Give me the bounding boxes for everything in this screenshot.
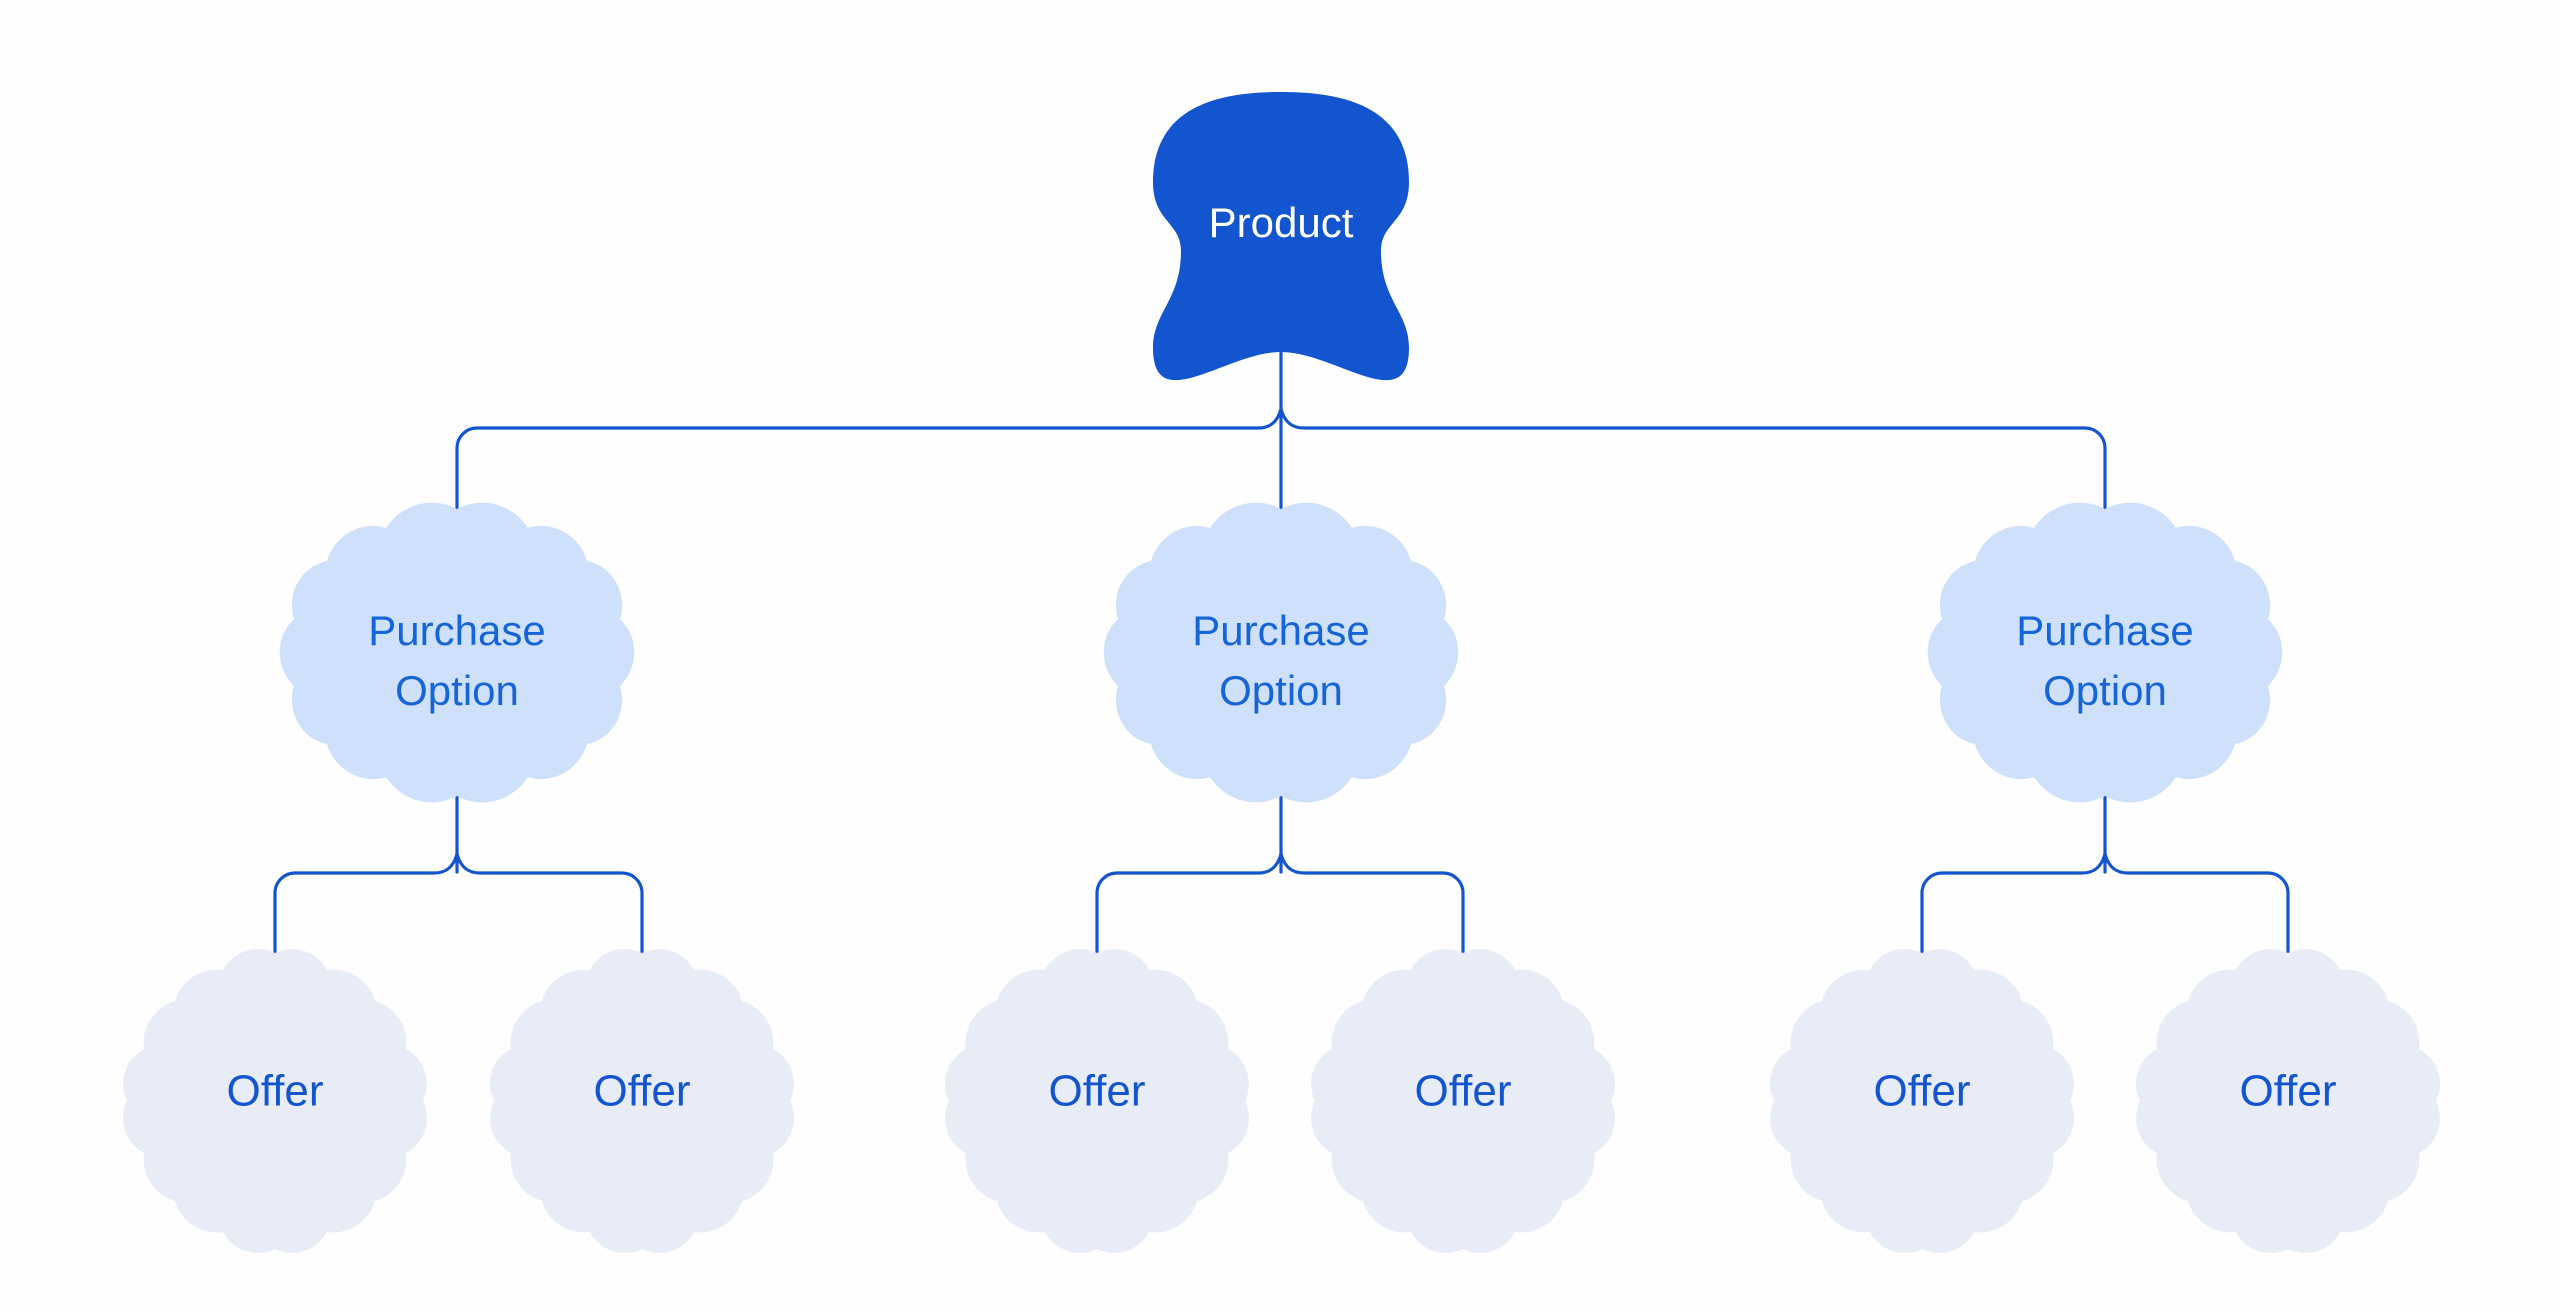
product-blob-shape bbox=[1153, 92, 1409, 381]
connector-po-1-to-offer-1 bbox=[273, 852, 459, 957]
connector-group-product-to-options bbox=[455, 346, 2107, 514]
node-offer-3[interactable]: Offer bbox=[945, 949, 1249, 1253]
node-offer-2[interactable]: Offer bbox=[490, 949, 794, 1253]
node-offer-4[interactable]: Offer bbox=[1311, 949, 1615, 1253]
offer-5-label: Offer bbox=[1873, 1067, 1970, 1116]
connector-po-2-to-offer-3 bbox=[1095, 852, 1283, 957]
connector-product-to-po-1 bbox=[455, 407, 1283, 514]
connector-po-1-to-offer-2 bbox=[455, 852, 644, 957]
node-purchase-option-2[interactable]: Purchase Option bbox=[1103, 502, 1459, 803]
node-offer-6[interactable]: Offer bbox=[2136, 949, 2440, 1253]
connector-po-2-to-offer-4 bbox=[1279, 852, 1465, 957]
purchase-option-1-label-line1: Purchase bbox=[368, 607, 545, 654]
purchase-option-3-label-line2: Option bbox=[2043, 667, 2167, 714]
node-purchase-option-1[interactable]: Purchase Option bbox=[279, 502, 635, 803]
offer-4-label: Offer bbox=[1414, 1067, 1511, 1116]
purchase-option-2-label-line1: Purchase bbox=[1192, 607, 1369, 654]
connector-group-po2-to-offers bbox=[1095, 790, 1465, 957]
offer-2-label: Offer bbox=[593, 1067, 690, 1116]
offer-1-label: Offer bbox=[226, 1067, 323, 1116]
purchase-option-3-blob-shape bbox=[1927, 502, 2283, 803]
purchase-option-3-label-line1: Purchase bbox=[2016, 607, 2193, 654]
connector-po-3-to-offer-6 bbox=[2103, 852, 2290, 957]
connector-group-po1-to-offers bbox=[273, 790, 644, 957]
purchase-option-1-blob-shape bbox=[279, 502, 635, 803]
node-offer-1[interactable]: Offer bbox=[123, 949, 427, 1253]
offer-3-label: Offer bbox=[1048, 1067, 1145, 1116]
product-label: Product bbox=[1209, 199, 1354, 246]
purchase-option-2-blob-shape bbox=[1103, 502, 1459, 803]
purchase-option-1-label-line2: Option bbox=[395, 667, 519, 714]
connector-group-po3-to-offers bbox=[1920, 790, 2290, 957]
node-purchase-option-3[interactable]: Purchase Option bbox=[1927, 502, 2283, 803]
offer-6-label: Offer bbox=[2239, 1067, 2336, 1116]
node-offer-5[interactable]: Offer bbox=[1770, 949, 2074, 1253]
connector-po-3-to-offer-5 bbox=[1920, 852, 2107, 957]
node-product[interactable]: Product bbox=[1153, 92, 1409, 381]
purchase-option-2-label-line2: Option bbox=[1219, 667, 1343, 714]
connector-product-to-po-3 bbox=[1279, 407, 2107, 514]
